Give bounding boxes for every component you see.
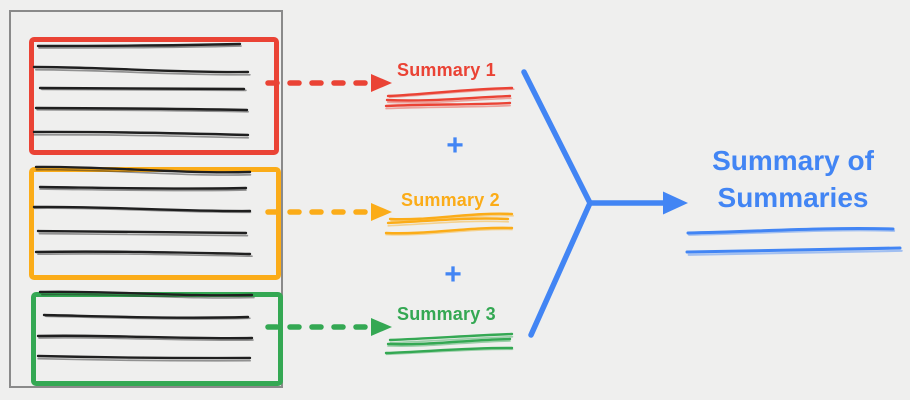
summary-3-label: Summary 3 <box>397 304 496 324</box>
summary-of-summaries-title: Summary of Summaries <box>712 145 874 214</box>
summary-2-label: Summary 2 <box>401 190 500 210</box>
plus-operator-2: + <box>444 258 462 291</box>
chunk-2-dashed-arrow-icon <box>265 203 392 221</box>
summary-1-label: Summary 1 <box>397 60 496 80</box>
summary-1-scribble <box>384 86 515 110</box>
merge-arrow-icon <box>521 69 688 338</box>
summary-3-scribble <box>384 332 514 356</box>
summary-2-scribble <box>384 212 514 236</box>
source-document-frame <box>9 10 283 388</box>
chunk-1-dashed-arrow-icon <box>265 74 392 92</box>
document-chunk-2-box <box>29 167 281 280</box>
chunk-3-dashed-arrow-icon <box>265 318 392 336</box>
document-chunk-1-box <box>29 37 279 155</box>
document-chunk-3-box <box>31 292 283 386</box>
summary-of-summaries-scribble <box>685 227 903 256</box>
plus-operator-1: + <box>446 129 464 162</box>
